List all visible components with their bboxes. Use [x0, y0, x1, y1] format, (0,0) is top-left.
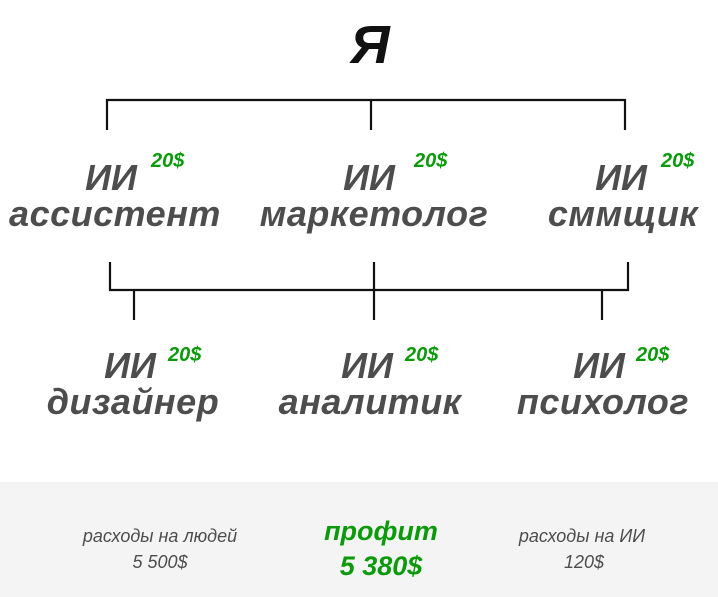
- bottom-bracket: [108, 262, 630, 292]
- top-bracket: [105, 98, 627, 130]
- node-prefix: ИИ: [104, 345, 156, 386]
- node-role: дизайнер: [46, 381, 220, 422]
- node-price: 20$: [414, 150, 448, 172]
- node-role: ассистент: [9, 193, 221, 234]
- node-prefix: ИИ: [341, 345, 393, 386]
- node-prefix: ИИ: [85, 157, 137, 198]
- ai-cost-label: расходы на ИИ: [518, 526, 646, 546]
- node-prefix: ИИ: [595, 157, 647, 198]
- profit-label: профит: [324, 516, 438, 546]
- node-role: аналитик: [278, 381, 462, 422]
- node-price: 20$: [168, 344, 202, 366]
- node-role: маркетолог: [259, 193, 489, 234]
- people-cost-label: расходы на людей: [82, 526, 238, 546]
- ai-cost-value: 120$: [563, 552, 605, 572]
- profit-value: 5 380$: [339, 551, 423, 581]
- node-price: 20$: [661, 150, 695, 172]
- summary-panel: [0, 482, 718, 597]
- node-price: 20$: [636, 344, 670, 366]
- node-role: сммщик: [547, 193, 699, 234]
- people-cost-value: 5 500$: [132, 552, 188, 572]
- node-role: психолог: [516, 381, 690, 422]
- node-prefix: ИИ: [343, 157, 395, 198]
- node-price: 20$: [405, 344, 439, 366]
- root-node-title: Я: [350, 15, 390, 75]
- node-price: 20$: [151, 150, 185, 172]
- node-prefix: ИИ: [573, 345, 625, 386]
